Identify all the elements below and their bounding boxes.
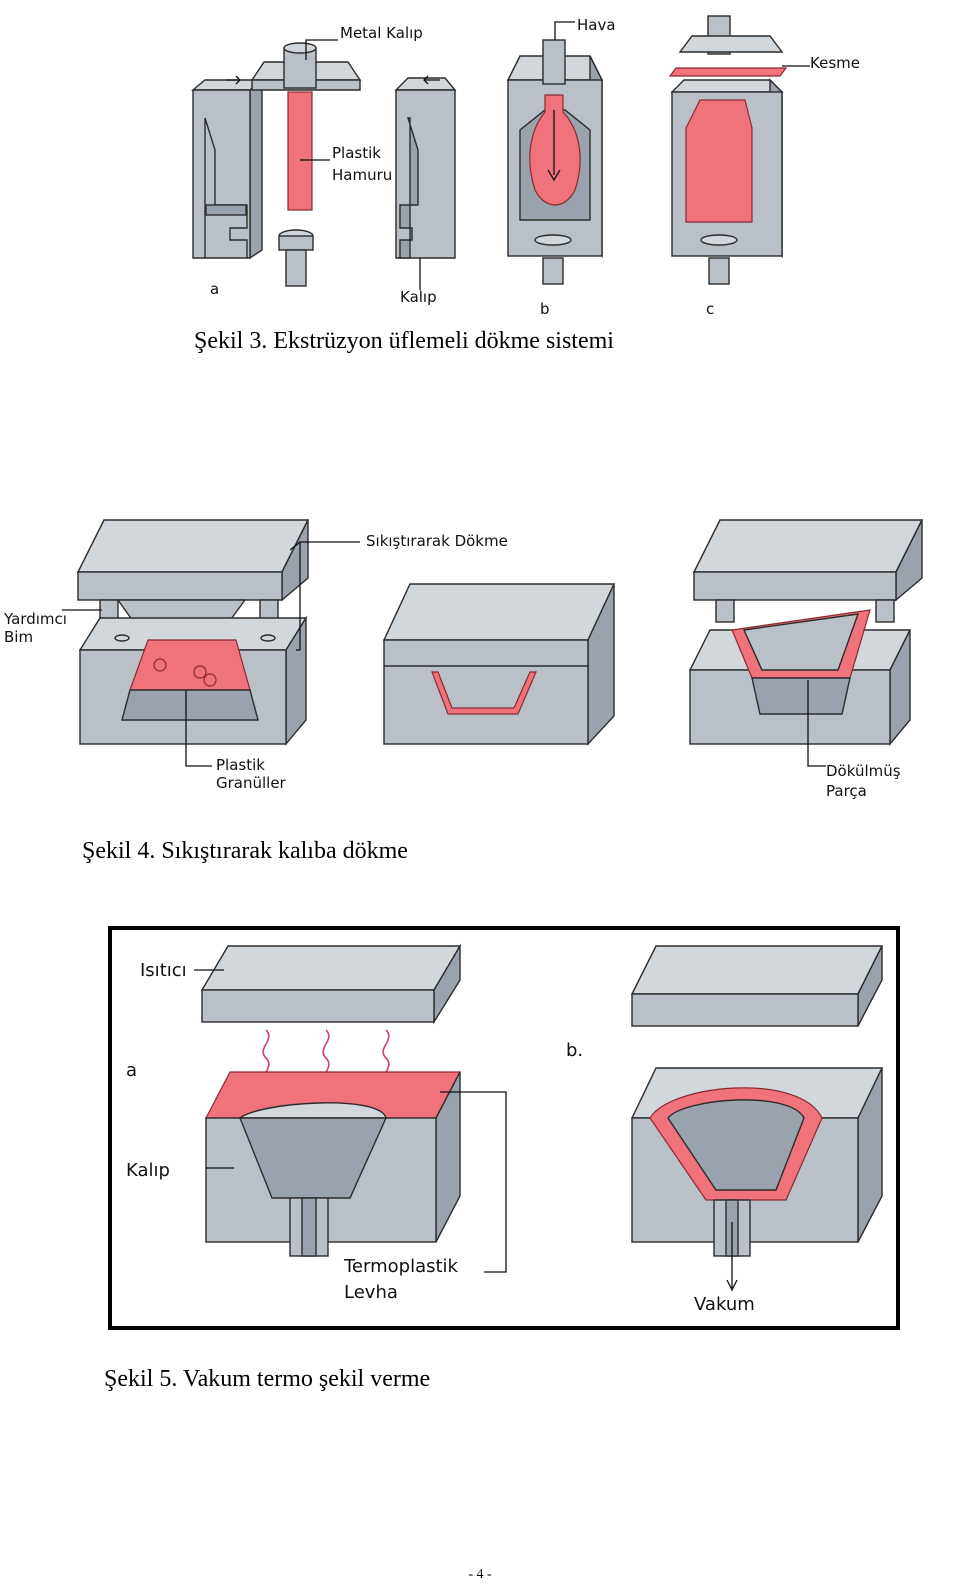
figure-5-vacuum-thermoforming: Isıtıcı a b. Kalıp Termoplastik Levha Va… — [0, 922, 960, 1332]
mold-b — [630, 1067, 884, 1292]
label-plastic-dough-2: Hamuru — [332, 166, 392, 184]
label-step-a: a — [126, 1060, 137, 1081]
figure-4-compression-molding: Sıkıştırarak Dökme Yardımcı Bim Plastik … — [0, 500, 960, 810]
mold-a — [205, 1071, 461, 1257]
label-heater: Isıtıcı — [140, 960, 187, 981]
label-granules-1: Plastik — [216, 756, 265, 774]
label-part-2: Parça — [826, 782, 867, 800]
figure-5-caption: Şekil 5. Vakum termo şekil verme — [104, 1366, 431, 1392]
page-number: - 4 - — [468, 1567, 492, 1582]
label-sheet-1: Termoplastik — [343, 1256, 459, 1277]
blow-pin — [278, 229, 314, 287]
label-aux-1: Yardımcı — [3, 610, 67, 628]
label-metal-mold: Metal Kalıp — [340, 24, 423, 42]
label-compression: Sıkıştırarak Dökme — [366, 532, 508, 550]
label-mold: Kalıp — [126, 1160, 170, 1181]
label-step-b: b. — [566, 1040, 583, 1061]
figure-4-caption: Şekil 4. Sıkıştırarak kalıba dökme — [82, 838, 408, 864]
label-step-c: c — [706, 300, 714, 318]
right-mold-half — [394, 75, 457, 259]
label-plastic-dough-1: Plastik — [332, 144, 381, 162]
figure-3-caption: Şekil 3. Ekstrüzyon üflemeli dökme siste… — [194, 328, 614, 354]
figure-3-extrusion-blow-molding: Metal Kalıp Plastik Hamuru Kalıp Hava Ke… — [0, 0, 960, 330]
label-step-a: a — [210, 280, 219, 298]
label-step-b: b — [540, 300, 550, 318]
cut-step-mold — [668, 15, 788, 285]
label-aux-2: Bim — [4, 628, 33, 646]
label-vacuum: Vakum — [694, 1294, 755, 1315]
label-granules-2: Granüller — [216, 774, 287, 792]
heater-plate-b — [630, 945, 884, 1027]
label-air: Hava — [577, 16, 616, 34]
heater-plate-a — [200, 943, 462, 1025]
label-part-1: Dökülmüş — [826, 762, 901, 780]
compression-mold-pressed — [688, 519, 924, 746]
blow-step-mold — [506, 39, 604, 285]
die-head — [250, 42, 362, 91]
plastic-parison — [287, 91, 313, 211]
label-mold: Kalıp — [400, 288, 437, 306]
label-cut: Kesme — [810, 54, 860, 72]
compression-mold-open — [76, 519, 310, 746]
left-mold-half — [191, 75, 264, 260]
compression-mold-closed — [382, 583, 616, 746]
label-sheet-2: Levha — [344, 1282, 398, 1303]
